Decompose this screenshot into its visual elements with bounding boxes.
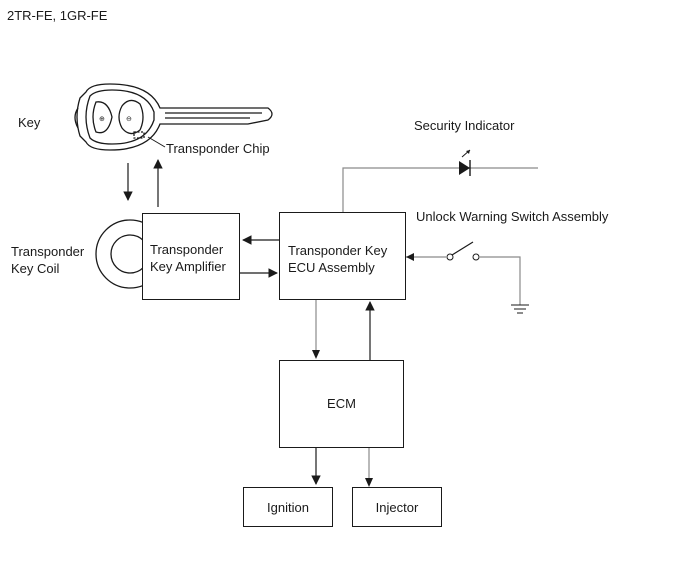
security-indicator-wire <box>342 167 538 212</box>
injector-box: Injector <box>352 487 442 527</box>
ground-icon <box>511 304 529 314</box>
ignition-label: Ignition <box>267 500 309 515</box>
ignition-box: Ignition <box>243 487 333 527</box>
led-icon <box>459 149 471 176</box>
security-indicator-label: Security Indicator <box>414 118 515 133</box>
switch-icon <box>446 241 480 261</box>
amplifier-label-line2: Key Amplifier <box>150 259 226 274</box>
key-icon: ⊕ ⊖ <box>74 83 273 151</box>
injector-label: Injector <box>375 500 419 515</box>
amplifier-label-line1: Transponder <box>150 242 224 257</box>
ecm-box: ECM <box>279 360 404 448</box>
key-label: Key <box>18 115 41 130</box>
transponder-key-coil-label-line2: Key Coil <box>11 261 60 276</box>
unlock-button-icon: ⊖ <box>126 116 132 123</box>
transponder-key-amplifier-box: Transponder Key Amplifier <box>142 213 240 300</box>
transponder-chip-label: Transponder Chip <box>166 141 270 156</box>
ecm-label: ECM <box>327 396 356 411</box>
ecu-label-line2: ECU Assembly <box>288 260 375 275</box>
switch-wire-right <box>479 256 521 305</box>
chip-leader-line <box>147 136 166 148</box>
ecu-label-line1: Transponder Key <box>288 243 388 258</box>
lock-button-icon: ⊕ <box>99 116 105 123</box>
engine-model-label: 2TR-FE, 1GR-FE <box>7 8 108 23</box>
transponder-chip-icon <box>133 131 145 139</box>
unlock-warning-switch-label: Unlock Warning Switch Assembly <box>416 209 609 224</box>
transponder-key-coil-label-line1: Transponder <box>11 244 85 259</box>
transponder-key-ecu-box: Transponder Key ECU Assembly <box>279 212 406 300</box>
